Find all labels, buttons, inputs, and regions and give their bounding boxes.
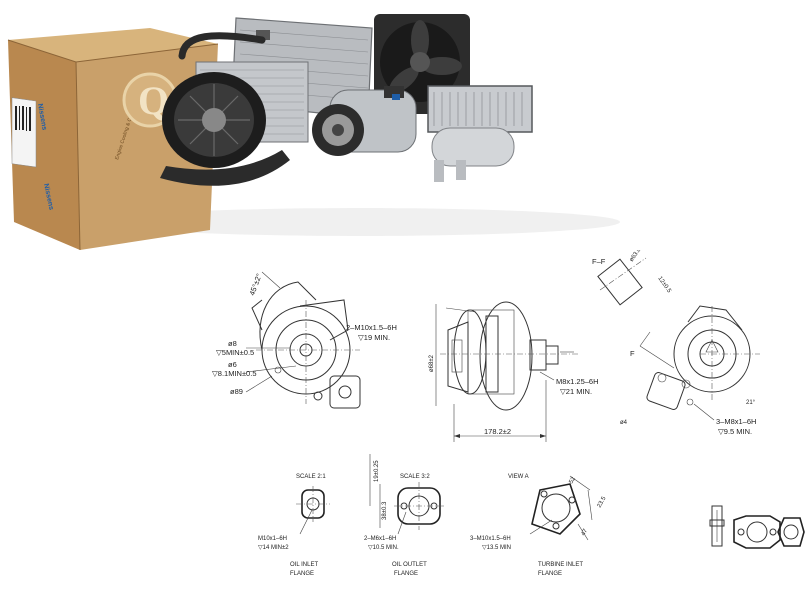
turbine-thread: 3–M10x1.5–6H bbox=[470, 536, 511, 542]
rear-f-label: F bbox=[630, 349, 635, 358]
receiver-drier bbox=[431, 127, 515, 182]
box-brand-top: Nissens bbox=[36, 103, 48, 131]
turbine-d235: 23.5 bbox=[597, 495, 608, 509]
barcode bbox=[15, 106, 31, 131]
front-d89: ø89 bbox=[230, 387, 243, 396]
front-d8-depth: ▽5MIN±0.5 bbox=[216, 348, 254, 357]
front-d6-depth: ▽8.1MIN±0.5 bbox=[212, 369, 256, 378]
oil-outlet-dim-38: 38±0.3 bbox=[382, 501, 388, 520]
side-length: 178.2±2 bbox=[484, 427, 511, 436]
oil-outlet-thread: 2–M6x1–6H bbox=[364, 536, 396, 542]
oil-inlet-thread: M10x1–6H bbox=[258, 536, 287, 542]
hose bbox=[178, 32, 266, 60]
front-angle-label: 45°±2° bbox=[247, 272, 263, 296]
product-photo-collage: Nissens Nissens Engine Cooling & Climate… bbox=[7, 14, 620, 251]
rear-dia: ø63.8±0.2 bbox=[629, 250, 650, 263]
heater-core bbox=[427, 85, 533, 133]
gasket-kit bbox=[709, 505, 805, 549]
front-d6: ø6 bbox=[228, 360, 237, 369]
front-callout-thread: 2–M10x1.5–6H bbox=[346, 323, 397, 332]
side-height: ø68±2 bbox=[429, 354, 435, 372]
rear-thread: 3–M8x1–6H bbox=[716, 417, 756, 426]
rear-angle: 21° bbox=[746, 400, 756, 406]
side-view: ø68±2 178.2±2 M8x1.25–6H ▽21 MIN. bbox=[429, 301, 599, 442]
oil-outlet-depth: ▽10.5 MIN. bbox=[368, 545, 399, 551]
turbine-d47: 47 bbox=[581, 528, 590, 537]
ac-compressor bbox=[312, 86, 417, 156]
turbine-caption-1: TURBINE INLET bbox=[538, 562, 583, 568]
oil-outlet-scale: SCALE 3:2 bbox=[400, 474, 430, 480]
turbine-caption-2: FLANGE bbox=[538, 571, 562, 577]
front-view: 45°±2° 2–M10x1.5–6H ▽19 MIN. ø8 ▽5MIN±0.… bbox=[212, 271, 397, 409]
turbine-depth: ▽13.5 MIN bbox=[482, 545, 511, 551]
technical-drawing: 45°±2° 2–M10x1.5–6H ▽19 MIN. ø8 ▽5MIN±0.… bbox=[212, 250, 805, 577]
oil-outlet-caption-1: OIL OUTLET bbox=[392, 562, 427, 568]
turbine-inlet-flange: VIEW A 52 23.5 47 3–M10x1.5–6H ▽13.5 MIN… bbox=[470, 474, 608, 577]
oil-inlet-flange: SCALE 2:1 M10x1–6H ▽14 MIN±2 OIL INLET F… bbox=[258, 474, 330, 577]
side-thread-depth: ▽21 MIN. bbox=[560, 387, 592, 396]
front-callout-depth: ▽19 MIN. bbox=[358, 333, 390, 342]
front-d8: ø8 bbox=[228, 339, 237, 348]
oil-inlet-depth: ▽14 MIN±2 bbox=[258, 545, 289, 551]
side-thread: M8x1.25–6H bbox=[556, 377, 599, 386]
oil-outlet-dim-v: 19±0.25 bbox=[374, 460, 380, 482]
rear-d4: ø4 bbox=[620, 420, 628, 426]
turbine-view-label: VIEW A bbox=[508, 474, 529, 480]
rear-thread-depth: ▽9.5 MIN. bbox=[718, 427, 752, 436]
rear-section-label: F–F bbox=[592, 257, 606, 266]
oil-inlet-scale: SCALE 2:1 bbox=[296, 474, 326, 480]
rear-view: F–F ø63.8±0.2 12±0.5 F ø4 21° 3–M8x1–6H … bbox=[592, 250, 760, 436]
oil-inlet-caption-1: OIL INLET bbox=[290, 562, 318, 568]
oil-inlet-caption-2: FLANGE bbox=[290, 571, 314, 577]
oil-outlet-flange: SCALE 3:2 19±0.25 38±0.3 2–M6x1–6H ▽10.5… bbox=[364, 454, 444, 577]
blower-motor bbox=[160, 72, 290, 186]
rear-dim-12: 12±0.5 bbox=[656, 276, 672, 295]
turbine-d52: 52 bbox=[569, 476, 578, 485]
oil-outlet-caption-2: FLANGE bbox=[394, 571, 418, 577]
